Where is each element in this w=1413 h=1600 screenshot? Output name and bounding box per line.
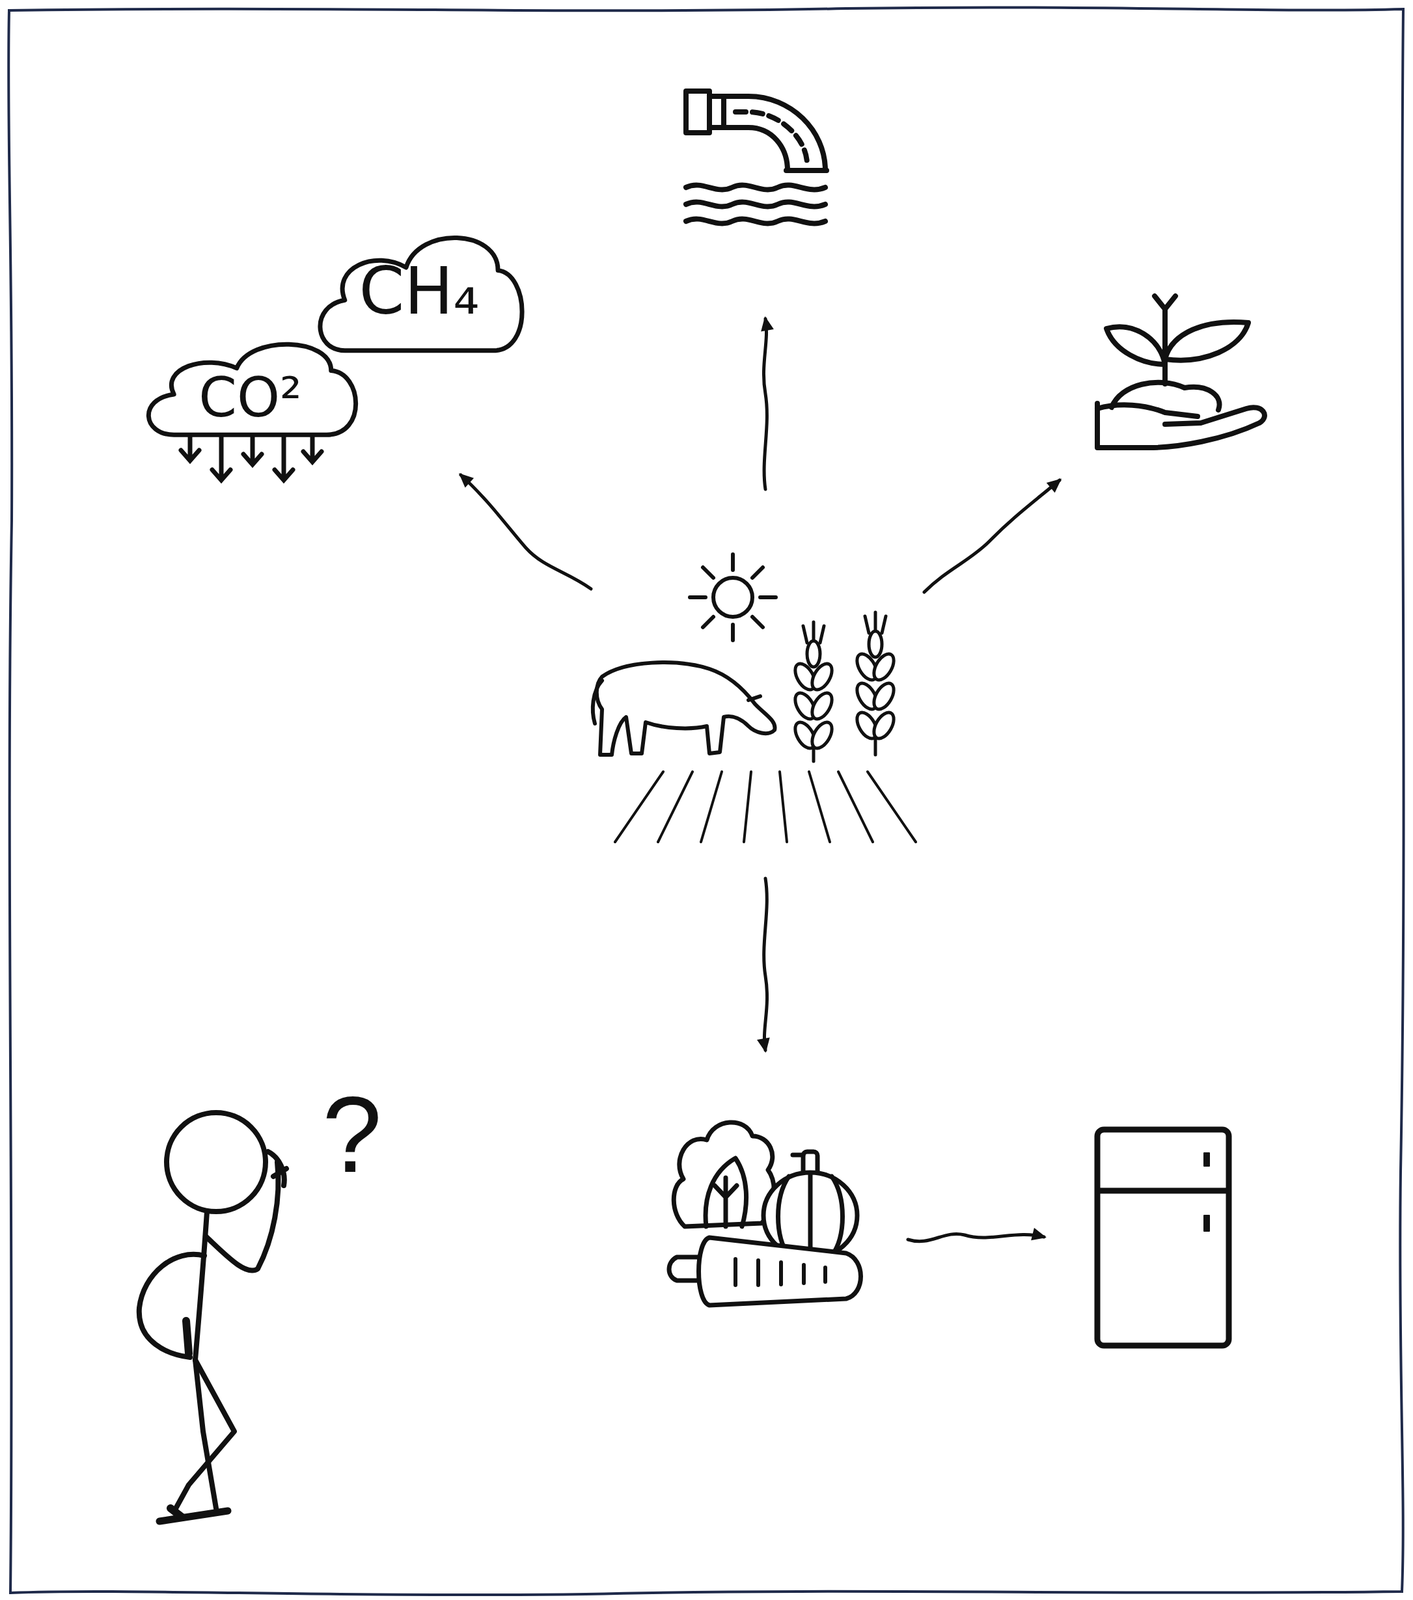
sun-icon [689, 554, 776, 641]
field-lines [615, 771, 916, 843]
question-mark: ? [322, 1081, 383, 1190]
plant-hand-icon [1097, 296, 1265, 448]
methane-cloud: CH₄ [309, 214, 529, 363]
wheat-icon [791, 612, 899, 762]
rain-arrows [180, 432, 322, 481]
fridge-icon [1097, 1129, 1229, 1346]
frame-border [8, 7, 1404, 1596]
vegetables-icon [669, 1122, 862, 1306]
gas-formula: CO² [198, 370, 302, 426]
cow-icon [592, 662, 776, 755]
stick-person [139, 1112, 287, 1522]
pipe-icon [685, 91, 827, 224]
flow-arrows [460, 318, 1060, 1242]
gas-formula: CH₄ [358, 259, 480, 325]
